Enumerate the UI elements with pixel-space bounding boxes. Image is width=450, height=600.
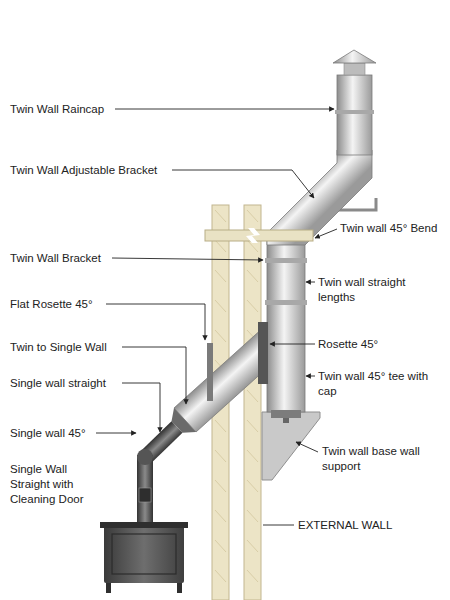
leader-line [106, 304, 205, 340]
rosette [258, 322, 268, 384]
stove-top [100, 522, 188, 528]
raincap-spacer [344, 63, 365, 75]
tee-cap [271, 410, 301, 418]
base-wall-support [262, 412, 320, 480]
pipe-joint [335, 110, 374, 114]
part-label: Twin wall 45° Bend [340, 221, 448, 236]
twin-wall-straight [267, 238, 305, 412]
leader-line [270, 344, 315, 345]
wall-leaf [244, 205, 261, 600]
single-wall-straight [137, 455, 153, 527]
leader-line [296, 442, 318, 452]
leader-line [306, 376, 315, 377]
raincap-hat [333, 50, 376, 63]
twin-wall-bracket [205, 230, 313, 241]
leader-line [96, 433, 136, 434]
part-label: EXTERNAL WALL [298, 518, 438, 533]
part-label: Single wall straight [10, 376, 135, 391]
leader-line [112, 258, 263, 260]
part-label: Twin wall 45° tee with cap [318, 369, 430, 399]
part-label: Twin Wall Adjustable Bracket [10, 163, 180, 178]
part-label: Flat Rosette 45° [10, 297, 120, 312]
part-label: Single wall 45° [10, 426, 100, 441]
tee-cap-knob [283, 418, 289, 423]
flat-rosette [207, 343, 213, 401]
part-label: Twin Wall Bracket [10, 251, 130, 266]
leader-line [115, 109, 334, 110]
twin-wall-raincap-pipe [337, 75, 372, 155]
part-label: Twin wall straight lengths [318, 275, 430, 305]
leader-line [122, 383, 160, 432]
pipe-joint [265, 300, 307, 305]
break-mark [246, 228, 260, 243]
part-label: Twin to Single Wall [10, 340, 135, 355]
leader-line [172, 170, 314, 198]
part-label: Rosette 45° [318, 337, 418, 352]
single-wall-elbow [137, 449, 153, 465]
leader-line [122, 347, 186, 404]
cleaning-door [139, 488, 151, 502]
pipe-joint [265, 258, 307, 263]
stove-door [112, 534, 176, 574]
leader-line [315, 229, 337, 238]
part-label: Twin Wall Raincap [10, 102, 170, 117]
leader-line [263, 525, 294, 526]
stove-leg [106, 583, 111, 593]
leader-line [306, 282, 315, 283]
stove [104, 525, 184, 583]
stove-leg [177, 583, 182, 593]
part-label: Single Wall Straight with Cleaning Door [10, 462, 102, 507]
part-label: Twin wall base wall support [322, 444, 427, 474]
